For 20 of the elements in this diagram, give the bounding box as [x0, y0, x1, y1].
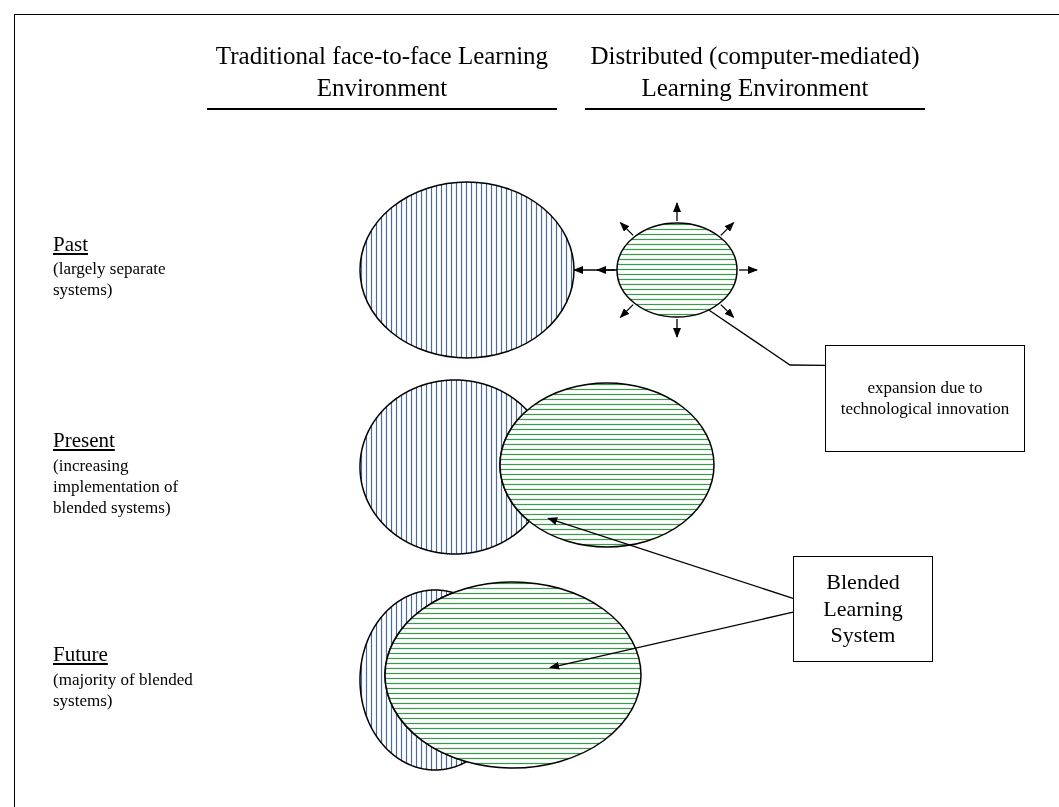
horizontally-hatched-circle: [616, 222, 738, 318]
horizontally-hatched-circle: [499, 382, 715, 548]
horizontally-hatched-circle: [384, 581, 642, 769]
vertically-hatched-circle: [359, 181, 575, 359]
callout-box: [825, 345, 1025, 452]
row-description: (largely separate systems): [53, 258, 167, 300]
callout-text: Blended Learning System: [822, 569, 904, 649]
arrow: [549, 611, 794, 670]
row-description: (majority of blended systems): [53, 669, 194, 711]
arrow: [547, 517, 794, 600]
row-title: Past: [53, 232, 88, 257]
callout-text: expansion due to technological innovation: [839, 378, 1011, 419]
row-title: Present: [53, 428, 115, 453]
row-title: Future: [53, 642, 108, 667]
arrow: [573, 266, 618, 274]
callout-box: [793, 556, 933, 662]
column-heading: Traditional face-to-face Learning Environment: [207, 40, 557, 110]
leader-line: [708, 309, 826, 366]
column-heading: Distributed (computer-mediated) Learning Environment: [585, 40, 925, 110]
row-description: (increasing implementation of blended systems): [53, 455, 180, 518]
